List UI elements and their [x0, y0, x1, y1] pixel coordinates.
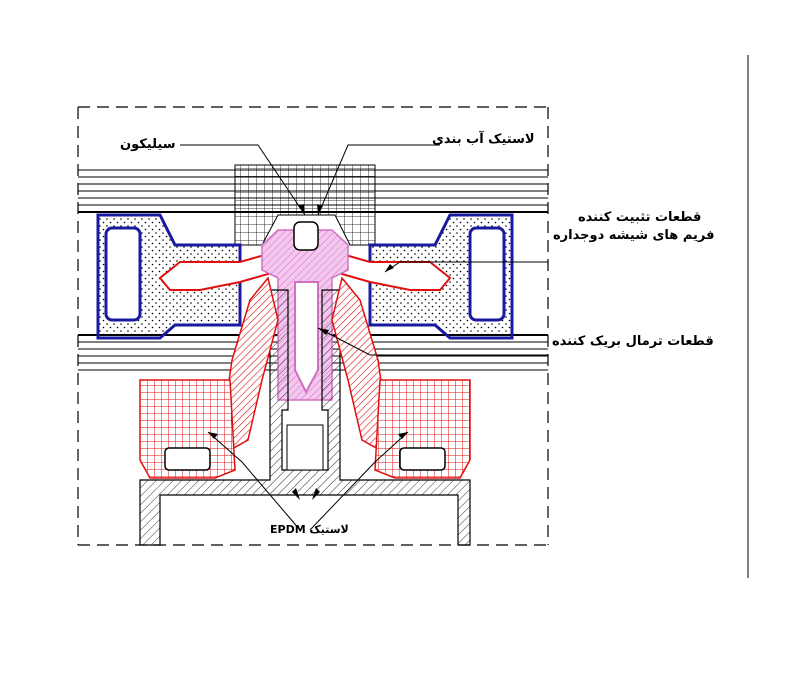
label-epdm-gasket: لاستیک EPDM [270, 523, 349, 536]
left-spacer-cavity [104, 226, 142, 322]
leader-lines [180, 144, 548, 531]
label-silicone: سیلیکون [120, 137, 176, 152]
right-gasket-slot [399, 447, 446, 471]
mullion-profile [139, 289, 471, 546]
silicone-joint [234, 164, 376, 246]
mullion-inner-void [286, 424, 324, 471]
left-gasket-slot [164, 447, 211, 471]
label-thermal-break: قطعات ترمال بریک کننده [552, 334, 714, 349]
label-fixing-parts: قطعات تثبیت کننده [578, 210, 702, 225]
gasket-head [293, 221, 319, 251]
thermal-break-core [294, 281, 319, 395]
leader-arrowheads [208, 204, 408, 500]
label-double-glazed-frame: فریم های شیشه دوجداره [553, 228, 715, 243]
left-epdm-gasket [139, 379, 236, 479]
right-spacer-cavity [468, 226, 506, 322]
label-sealing-gasket: لاستیک آب بندی [432, 132, 535, 147]
right-epdm-gasket [374, 379, 471, 479]
